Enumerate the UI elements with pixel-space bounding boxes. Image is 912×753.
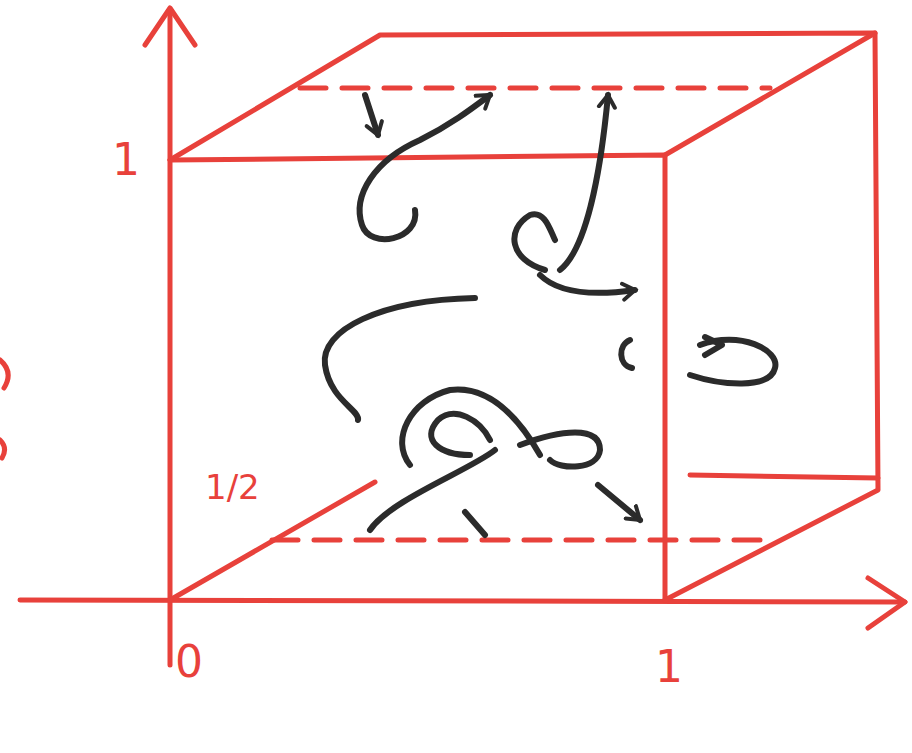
axis-tick-label: 1/2 (205, 470, 260, 504)
axis-tick-label: 1 (112, 138, 140, 182)
origin-label: 0 (175, 640, 203, 684)
axis-tick-label: 1 (655, 645, 683, 689)
